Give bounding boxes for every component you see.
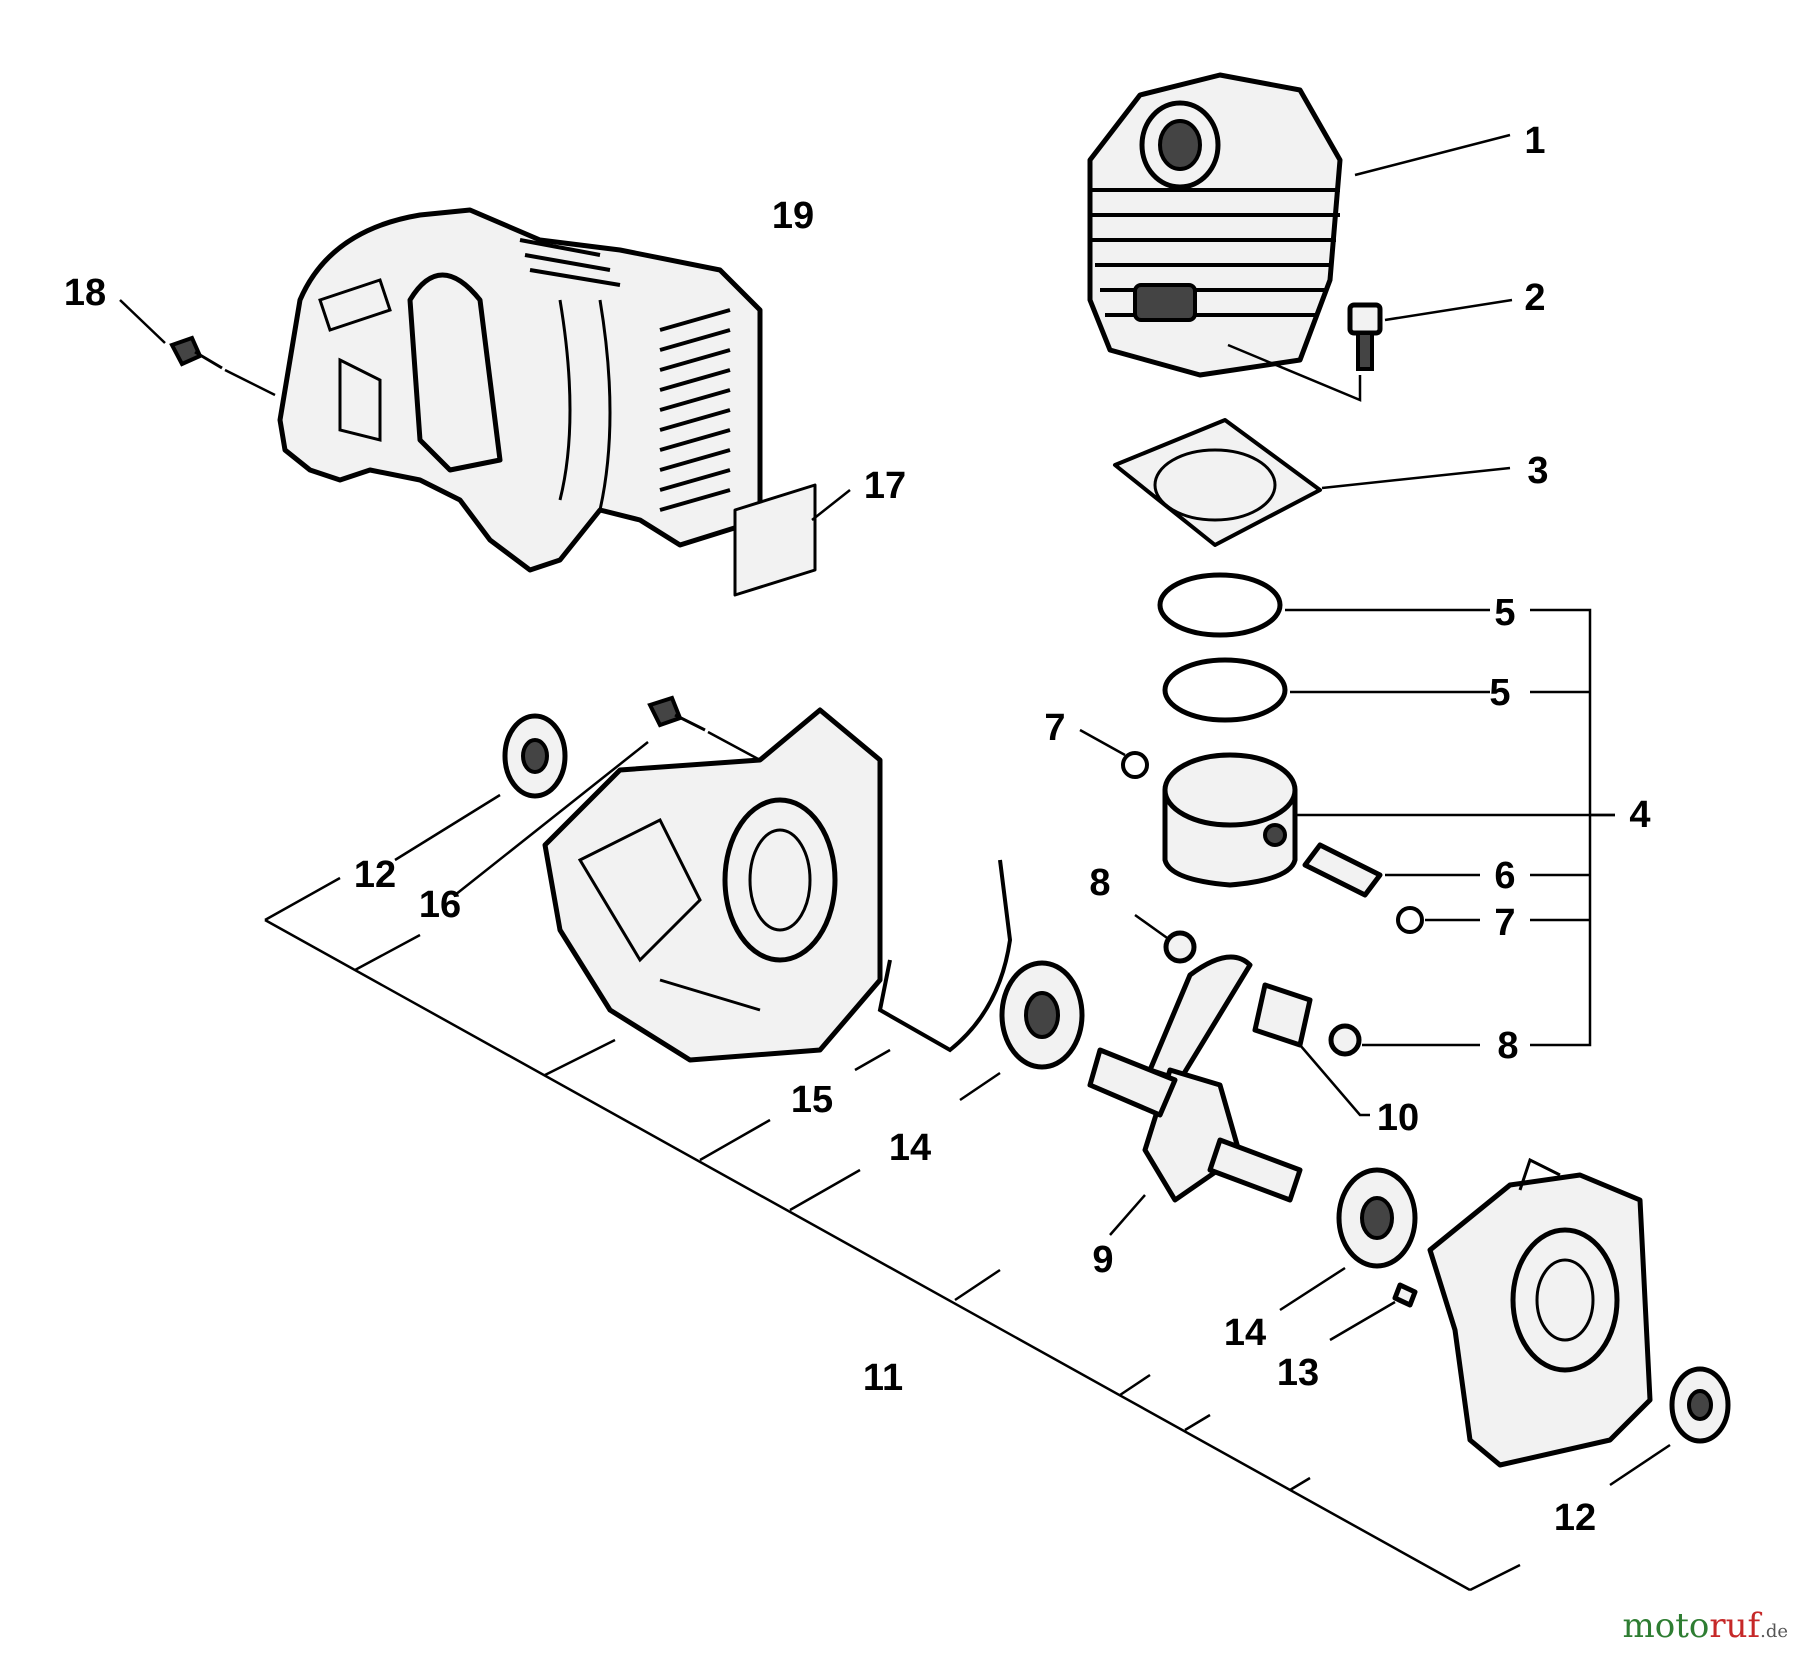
- callout-3: 3: [1527, 450, 1548, 492]
- part-12-seal: [394, 713, 1731, 1487]
- callout-8b: 8: [1497, 1025, 1518, 1067]
- callout-12b: 12: [1554, 1497, 1596, 1539]
- part-16-screw: [454, 695, 761, 896]
- callout-6: 6: [1494, 855, 1515, 897]
- callout-10: 10: [1377, 1097, 1419, 1139]
- callout-9: 9: [1092, 1239, 1113, 1281]
- part-5-rings: [1157, 572, 1490, 723]
- piston-kit-bracket: [1530, 608, 1615, 1047]
- watermark-part3: .de: [1760, 1621, 1788, 1642]
- part-11-crankcase-left: [542, 707, 883, 1063]
- part-17-label: [733, 483, 851, 597]
- part-9-crankshaft: [1087, 954, 1303, 1236]
- part-10-bearing: [1252, 982, 1370, 1117]
- part-6-pin: [1302, 842, 1480, 898]
- callout-4: 4: [1629, 794, 1650, 836]
- callout-15: 15: [791, 1079, 833, 1121]
- callout-8a: 8: [1089, 862, 1110, 904]
- watermark-part1: moto: [1622, 1606, 1710, 1646]
- callout-14a: 14: [889, 1127, 931, 1169]
- part-19-engine-cover: [277, 207, 763, 573]
- callout-labels: 1 2 3 4 5 5 6 7 7 8 8 9 10 11 12 12 13 1…: [64, 120, 1651, 1539]
- callout-5a: 5: [1494, 592, 1515, 634]
- callout-18: 18: [64, 272, 106, 314]
- part-15-gasket: [854, 859, 1013, 1072]
- callout-1: 1: [1524, 120, 1545, 162]
- callout-2: 2: [1524, 277, 1545, 319]
- part-8-washer: [1134, 913, 1480, 1057]
- callout-11: 11: [863, 1357, 903, 1399]
- callout-12a: 12: [354, 854, 396, 896]
- part-4-piston: [1162, 752, 1615, 888]
- part-2-bolt: [1227, 298, 1513, 402]
- watermark-logo: motoruf.de: [1623, 1606, 1788, 1646]
- callout-14b: 14: [1224, 1312, 1266, 1354]
- part-7-circlip: [1079, 728, 1480, 934]
- watermark-part2: ruf: [1709, 1606, 1761, 1646]
- part-3-gasket: [1113, 418, 1511, 547]
- part-18-screw: [119, 299, 276, 397]
- part-11-crankcase-right: [1427, 1157, 1653, 1468]
- callout-16: 16: [419, 884, 461, 926]
- callout-5b: 5: [1489, 672, 1510, 714]
- crankcase-set-baseline: [264, 876, 1521, 1592]
- callout-13: 13: [1277, 1352, 1319, 1394]
- callout-7a: 7: [1044, 707, 1065, 749]
- callout-19: 19: [772, 195, 814, 237]
- callout-17: 17: [864, 465, 906, 507]
- part-1-cylinder: [1087, 72, 1511, 378]
- callout-7b: 7: [1494, 902, 1515, 944]
- part-13-pin: [1329, 1282, 1418, 1342]
- part-14-bearing: [959, 960, 1418, 1312]
